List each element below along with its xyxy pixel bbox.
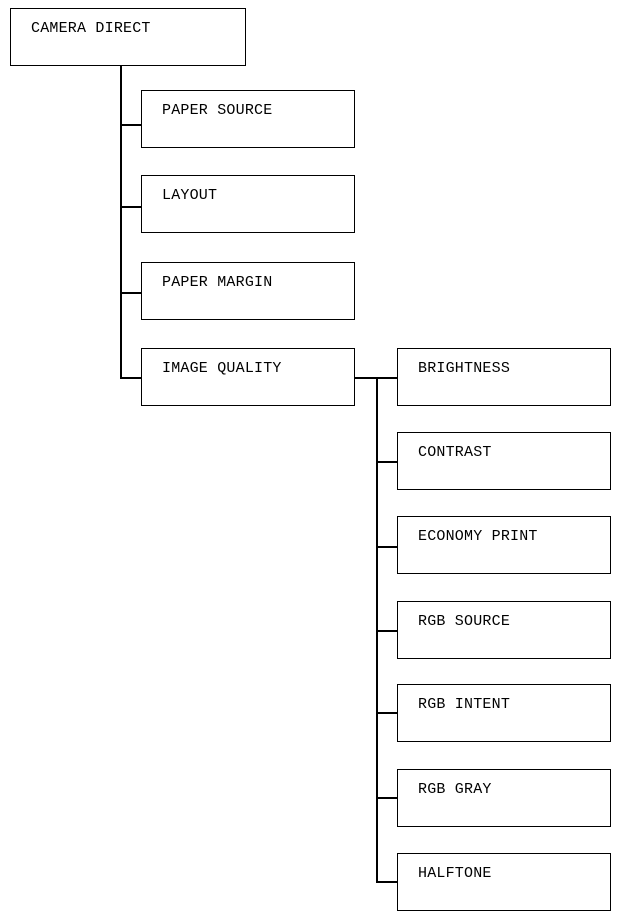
connector-contrast — [376, 461, 398, 463]
menu-node-paper-margin[interactable]: PAPER MARGIN — [141, 262, 355, 320]
menu-node-halftone[interactable]: HALFTONE — [397, 853, 611, 911]
menu-node-label: BRIGHTNESS — [418, 360, 511, 377]
menu-node-label: CONTRAST — [418, 444, 492, 461]
menu-node-label: RGB INTENT — [418, 696, 511, 713]
menu-node-layout[interactable]: LAYOUT — [141, 175, 355, 233]
menu-node-label: PAPER SOURCE — [162, 102, 273, 119]
menu-node-contrast[interactable]: CONTRAST — [397, 432, 611, 490]
connector-rgb-source — [376, 630, 398, 632]
menu-node-paper-source[interactable]: PAPER SOURCE — [141, 90, 355, 148]
menu-node-rgb-gray[interactable]: RGB GRAY — [397, 769, 611, 827]
menu-node-label: PAPER MARGIN — [162, 274, 273, 291]
menu-node-label: RGB GRAY — [418, 781, 492, 798]
menu-node-camera-direct[interactable]: CAMERA DIRECT — [10, 8, 246, 66]
menu-node-image-quality[interactable]: IMAGE QUALITY — [141, 348, 355, 406]
connector-economy-print — [376, 546, 398, 548]
connector-rgb-intent — [376, 712, 398, 714]
connector-root-trunk — [120, 66, 122, 378]
menu-node-rgb-intent[interactable]: RGB INTENT — [397, 684, 611, 742]
menu-node-label: ECONOMY PRINT — [418, 528, 538, 545]
connector-image-quality — [120, 377, 142, 379]
connector-layout — [120, 206, 142, 208]
menu-node-label: IMAGE QUALITY — [162, 360, 282, 377]
menu-node-brightness[interactable]: BRIGHTNESS — [397, 348, 611, 406]
menu-node-economy-print[interactable]: ECONOMY PRINT — [397, 516, 611, 574]
menu-node-rgb-source[interactable]: RGB SOURCE — [397, 601, 611, 659]
connector-rgb-gray — [376, 797, 398, 799]
connector-paper-source — [120, 124, 142, 126]
menu-node-label: CAMERA DIRECT — [31, 20, 151, 37]
menu-node-label: HALFTONE — [418, 865, 492, 882]
connector-halftone — [376, 881, 398, 883]
menu-node-label: LAYOUT — [162, 187, 218, 204]
menu-node-label: RGB SOURCE — [418, 613, 511, 630]
connector-paper-margin — [120, 292, 142, 294]
